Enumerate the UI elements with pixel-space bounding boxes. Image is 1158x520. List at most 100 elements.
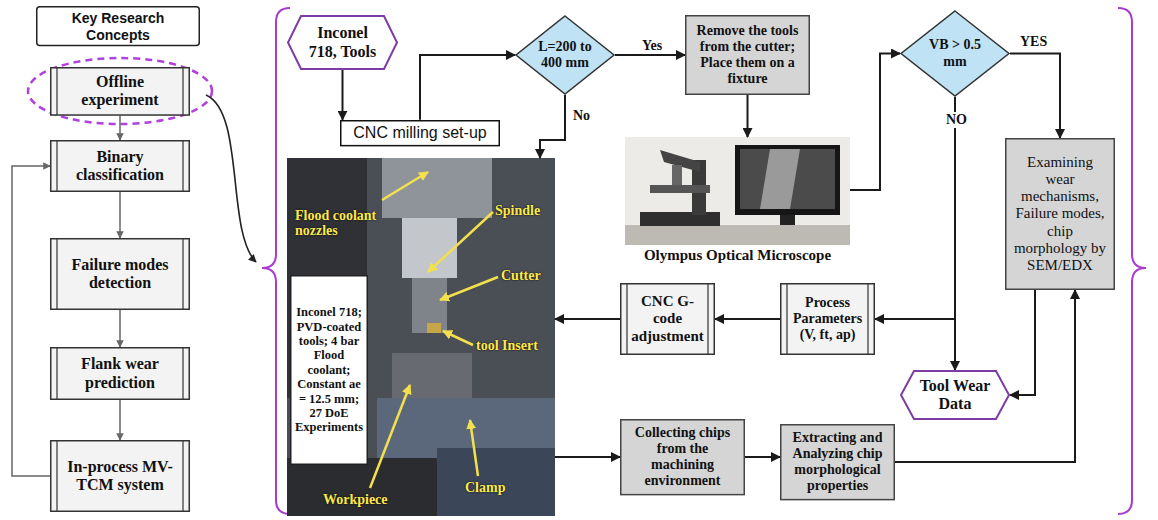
decision-diamond: L=200 to 400 mm — [515, 15, 615, 95]
diamond-outline — [516, 16, 614, 94]
action-box: Collecting chips from the machining envi… — [620, 419, 745, 495]
action-box: Extracting and Analyzing chip morphologi… — [780, 424, 895, 500]
flow-connector — [1010, 54, 1060, 139]
edge-label: YES — [1018, 34, 1049, 50]
box-outline — [781, 425, 895, 500]
spindle-housing — [382, 158, 492, 218]
node-text: Process Parameters (V, ft, ap) — [791, 295, 864, 343]
analysis-box: Examining wear mechanisms, Failure modes… — [1005, 138, 1115, 290]
conditions-box: Inconel 718; PVD-coated tools; 4 bar Flo… — [290, 275, 368, 465]
flow-connector — [747, 95, 749, 137]
photo-callout: Cutter — [501, 268, 541, 283]
process-box: Flank wear prediction — [50, 347, 190, 400]
node-text: Failure modes detection — [64, 256, 176, 293]
photo-callout: tool Insert — [476, 338, 538, 353]
box-outline — [341, 121, 500, 146]
node-text: Binary classification — [64, 148, 176, 185]
photo-callout: Spindle — [495, 203, 540, 218]
flow-connector — [12, 166, 50, 476]
process-side-line — [56, 348, 57, 400]
leader-line — [470, 420, 478, 476]
process-box: Offline experiment — [50, 67, 190, 116]
microscope-base — [640, 212, 720, 226]
node-text: Inconel 718; PVD-coated tools; 4 bar Flo… — [293, 305, 365, 434]
process-box: Process Parameters (V, ft, ap) — [780, 283, 875, 355]
box-outline — [621, 284, 715, 355]
hexagon-outline — [901, 371, 1009, 419]
left-brace — [262, 8, 290, 514]
node-text: Flank wear prediction — [64, 355, 176, 392]
process-side-line — [786, 284, 787, 355]
diamond-outline — [901, 11, 1009, 96]
box-outline — [686, 16, 810, 95]
box-outline — [51, 441, 190, 512]
right-brace — [1118, 8, 1146, 514]
highlight-ellipse — [28, 58, 212, 124]
photo-caption: Olympus Optical Microscope — [625, 247, 850, 264]
box-outline — [781, 284, 875, 355]
flow-connector — [555, 456, 620, 458]
insert-shape — [427, 323, 441, 333]
setup-label-box: CNC milling set-up — [340, 120, 500, 146]
process-side-line — [182, 67, 183, 114]
photo-callout: Workpiece — [323, 492, 388, 507]
process-side-line — [182, 441, 183, 512]
flow-connector — [119, 310, 121, 347]
node-text: Collecting chips from the machining envi… — [626, 425, 739, 489]
flow-connector — [895, 290, 1075, 462]
leader-line — [382, 172, 428, 200]
leader-line — [428, 212, 493, 272]
flow-connector — [715, 318, 780, 320]
process-side-line — [707, 284, 708, 355]
node-text: Key Research Concepts — [40, 10, 196, 42]
microscope-objective — [672, 165, 682, 185]
clamp-body — [437, 448, 555, 516]
process-box: Failure modes detection — [50, 238, 190, 310]
output-hexagon: Tool Wear Data — [900, 370, 1010, 420]
flow-connector — [875, 97, 955, 319]
bench — [625, 225, 850, 245]
monitor-stand — [780, 215, 795, 225]
photo-ground — [625, 137, 850, 245]
photo-callout: Flood coolant nozzles — [295, 208, 390, 239]
process-side-line — [182, 239, 183, 310]
flow-connector — [745, 456, 780, 458]
action-box: Remove the tools from the cutter; Place … — [685, 15, 810, 95]
box-outline — [1006, 139, 1115, 290]
node-text: Extracting and Analyzing chip morphologi… — [786, 430, 889, 494]
process-side-line — [867, 284, 868, 355]
node-text: Offline experiment — [64, 73, 176, 110]
node-text: Remove the tools from the cutter; Place … — [691, 23, 804, 87]
heading-box: Key Research Concepts — [36, 6, 200, 46]
box-outline — [291, 276, 368, 465]
flow-connector — [420, 55, 515, 120]
process-side-line — [56, 141, 57, 192]
leader-line — [370, 385, 410, 488]
edge-label: Yes — [640, 38, 664, 54]
expansion-arrow — [206, 95, 256, 262]
microscope-photo: Olympus Optical Microscope — [625, 137, 850, 265]
flow-connector — [555, 318, 620, 320]
process-side-line — [182, 141, 183, 192]
process-side-line — [626, 284, 627, 355]
process-box: In-process MV-TCM system — [50, 440, 190, 512]
node-text: VB > 0.5 mm — [922, 37, 988, 69]
machining-photo: Flood coolant nozzles SpindleCutter tool I… — [287, 158, 555, 516]
flow-connector — [850, 54, 900, 191]
leader-line — [440, 277, 498, 300]
process-side-line — [56, 67, 57, 114]
input-hexagon: Inconel 718, Tools — [287, 15, 398, 70]
flow-connector — [119, 115, 121, 140]
process-box: Binary classification — [50, 140, 190, 192]
microscope-stage — [650, 185, 710, 193]
monitor-screen — [740, 149, 835, 209]
flow-connector — [342, 70, 344, 120]
cutter-body — [412, 278, 447, 333]
flow-connector — [615, 54, 685, 56]
process-side-line — [182, 348, 183, 400]
flow-connector — [119, 192, 121, 238]
node-text: In-process MV-TCM system — [64, 458, 176, 495]
process-side-line — [56, 441, 57, 512]
box-outline — [37, 7, 200, 46]
node-text: Tool Wear Data — [916, 377, 994, 414]
